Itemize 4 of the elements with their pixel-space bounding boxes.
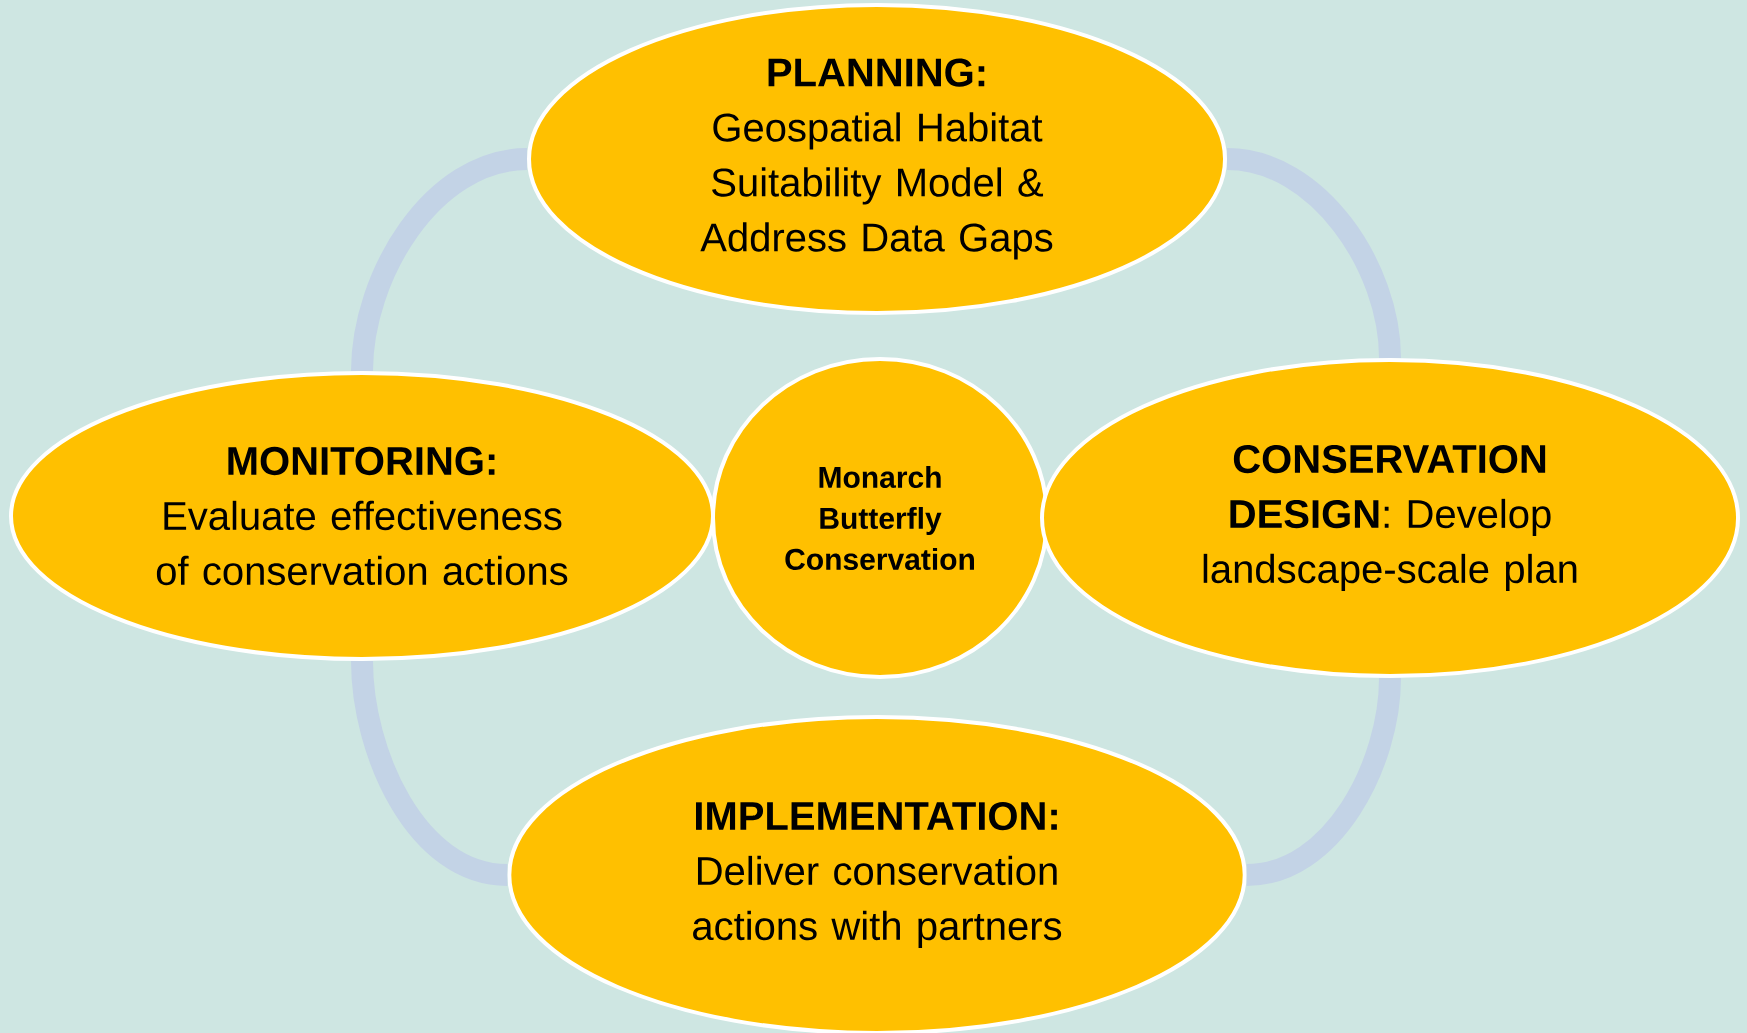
ring-connector (351, 148, 529, 372)
ring-connector (1245, 677, 1401, 886)
ring-connector (1225, 148, 1401, 359)
ring-connector (351, 660, 509, 886)
